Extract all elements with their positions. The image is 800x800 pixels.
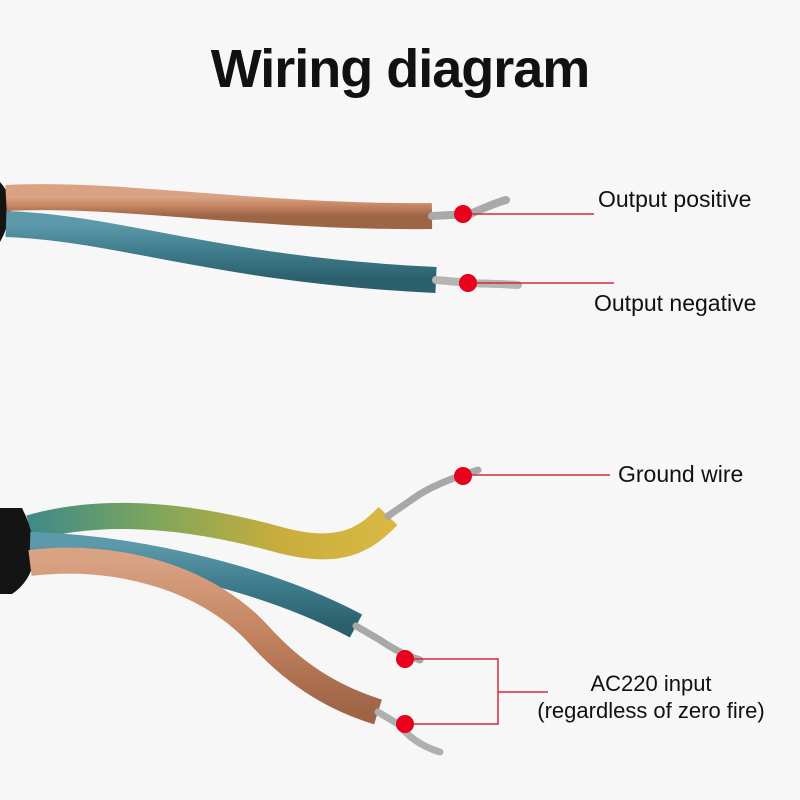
markers <box>396 205 477 733</box>
ground-wire <box>26 502 398 560</box>
marker-ac-input-2 <box>396 715 414 733</box>
output-positive-wire <box>5 184 433 230</box>
marker-ground <box>454 467 472 485</box>
output-negative-wire <box>5 211 437 293</box>
diagram-title: Wiring diagram <box>210 39 591 99</box>
label-output-positive: Output positive <box>598 186 752 212</box>
marker-output-negative <box>459 274 477 292</box>
label-output-negative: Output negative <box>594 290 757 316</box>
label-ac-input-note: (regardless of zero fire) <box>537 698 765 723</box>
label-ac-input: AC220 input <box>590 671 712 696</box>
marker-ac-input-1 <box>396 650 414 668</box>
label-ground-wire: Ground wire <box>618 461 744 487</box>
label-ac-input-group: AC220 input (regardless of zero fire) <box>520 670 782 724</box>
input-brown-wire <box>28 547 382 725</box>
leader-ac-input <box>405 658 499 725</box>
ground-strand <box>384 466 482 520</box>
input-blue-strand <box>352 622 424 664</box>
output-cable <box>0 182 522 293</box>
leader-lines <box>405 213 614 725</box>
marker-output-positive <box>454 205 472 223</box>
input-cable <box>0 466 482 756</box>
cable-jacket-bottom <box>0 508 35 594</box>
